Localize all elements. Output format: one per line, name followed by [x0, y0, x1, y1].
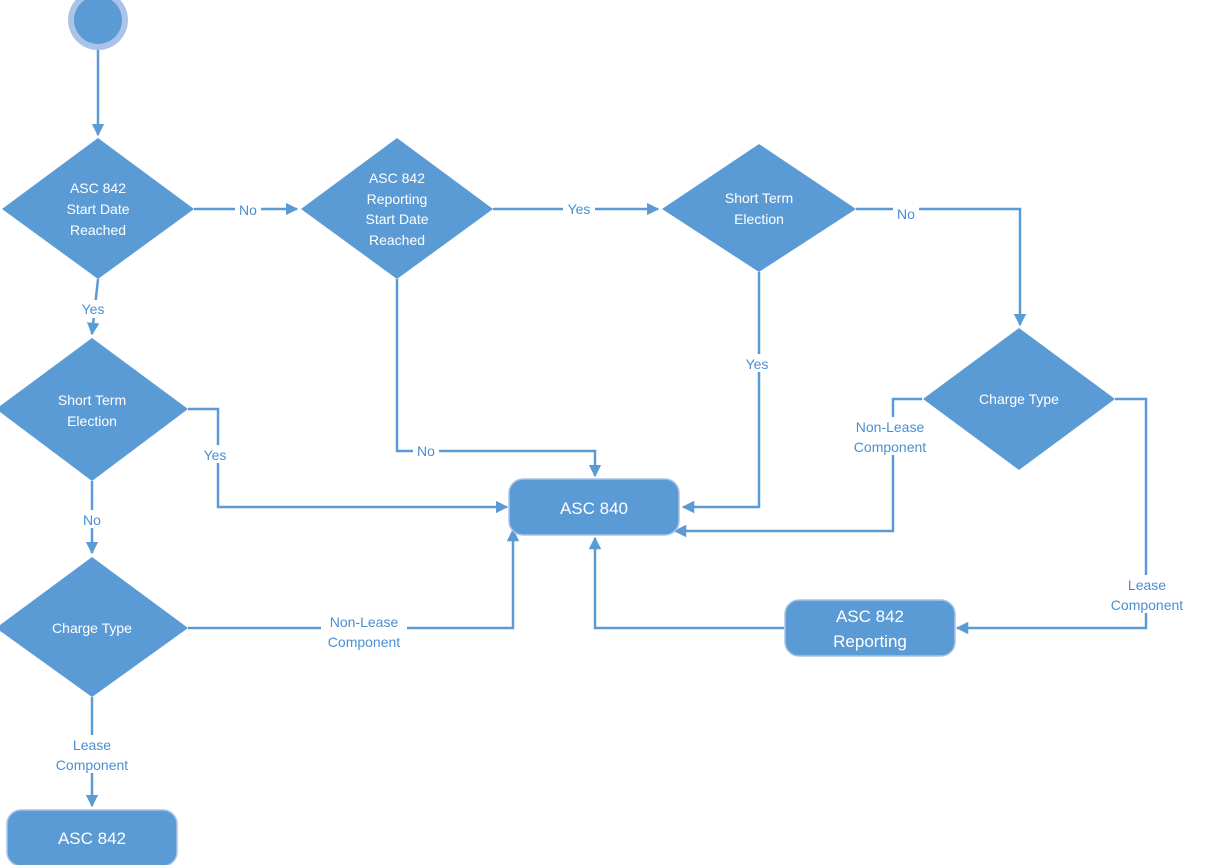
svg-text:Reporting: Reporting	[833, 632, 907, 651]
svg-text:Component: Component	[854, 439, 926, 455]
edge-d5-to-asc840	[673, 397, 922, 538]
decision-d2-asc842-reporting-start-date: ASC 842 Reporting Start Date Reached	[301, 138, 493, 279]
svg-text:Lease: Lease	[1128, 577, 1166, 593]
svg-text:Charge Type: Charge Type	[52, 620, 132, 636]
svg-text:Component: Component	[56, 757, 128, 773]
svg-text:No: No	[897, 206, 915, 222]
decision-d1-asc842-start-date: ASC 842 Start Date Reached	[2, 138, 194, 279]
label-d3-yes: Yes	[741, 354, 773, 372]
edge-asc842-reporting-to-asc840	[588, 536, 784, 630]
svg-text:ASC 842: ASC 842	[70, 180, 126, 196]
svg-text:Reporting: Reporting	[367, 191, 428, 207]
start-node	[68, 0, 128, 50]
svg-text:No: No	[239, 202, 257, 218]
svg-text:Component: Component	[328, 634, 400, 650]
edge-d4-to-asc840	[188, 407, 509, 514]
label-d3-no: No	[893, 204, 919, 222]
svg-text:Election: Election	[734, 211, 784, 227]
svg-text:Component: Component	[1111, 597, 1183, 613]
label-d2-no: No	[413, 442, 439, 460]
label-d6-nonlease: Non-Lease Component	[321, 612, 407, 650]
svg-text:ASC 842: ASC 842	[58, 829, 126, 848]
decision-d4-short-term-election: Short Term Election	[0, 338, 188, 481]
label-d6-lease: Lease Component	[50, 735, 136, 773]
svg-text:Start Date: Start Date	[66, 201, 129, 217]
svg-text:Yes: Yes	[204, 447, 227, 463]
label-d4-no: No	[79, 510, 105, 528]
svg-text:Non-Lease: Non-Lease	[856, 419, 925, 435]
edge-d5-to-asc842-reporting	[955, 397, 1148, 635]
process-asc842-reporting: ASC 842 Reporting	[784, 599, 956, 657]
svg-text:Short Term: Short Term	[58, 392, 126, 408]
label-d5-nonlease: Non-Lease Component	[848, 417, 932, 455]
svg-text:ASC 842: ASC 842	[369, 170, 425, 186]
svg-text:Lease: Lease	[73, 737, 111, 753]
svg-text:ASC 840: ASC 840	[560, 499, 628, 518]
svg-text:Non-Lease: Non-Lease	[330, 614, 399, 630]
label-d1-no: No	[235, 200, 261, 218]
svg-text:ASC 842: ASC 842	[836, 607, 904, 626]
svg-text:Start Date: Start Date	[365, 211, 428, 227]
svg-text:Reached: Reached	[369, 232, 425, 248]
decision-d3-short-term-election: Short Term Election	[662, 144, 856, 272]
svg-text:Election: Election	[67, 413, 117, 429]
svg-text:Charge Type: Charge Type	[979, 391, 1059, 407]
svg-text:No: No	[83, 512, 101, 528]
svg-text:No: No	[417, 443, 435, 459]
svg-text:Yes: Yes	[746, 356, 769, 372]
svg-text:Yes: Yes	[568, 201, 591, 217]
decision-d5-charge-type: Charge Type	[923, 328, 1115, 470]
label-d5-lease: Lease Component	[1104, 575, 1190, 613]
edge-d6-to-asc840	[188, 528, 520, 630]
svg-text:Reached: Reached	[70, 222, 126, 238]
process-asc840: ASC 840	[508, 478, 680, 536]
edge-d2-to-asc840	[395, 279, 602, 478]
label-d4-yes: Yes	[199, 445, 231, 463]
label-d2-yes: Yes	[563, 200, 595, 218]
decision-d6-charge-type: Charge Type	[0, 557, 188, 697]
process-asc842: ASC 842	[6, 809, 178, 865]
edge-d3-to-asc840	[681, 272, 761, 514]
svg-text:Yes: Yes	[82, 301, 105, 317]
svg-text:Short Term: Short Term	[725, 190, 793, 206]
label-d1-yes: Yes	[77, 300, 109, 318]
edge-d3-to-d5	[856, 207, 1027, 327]
